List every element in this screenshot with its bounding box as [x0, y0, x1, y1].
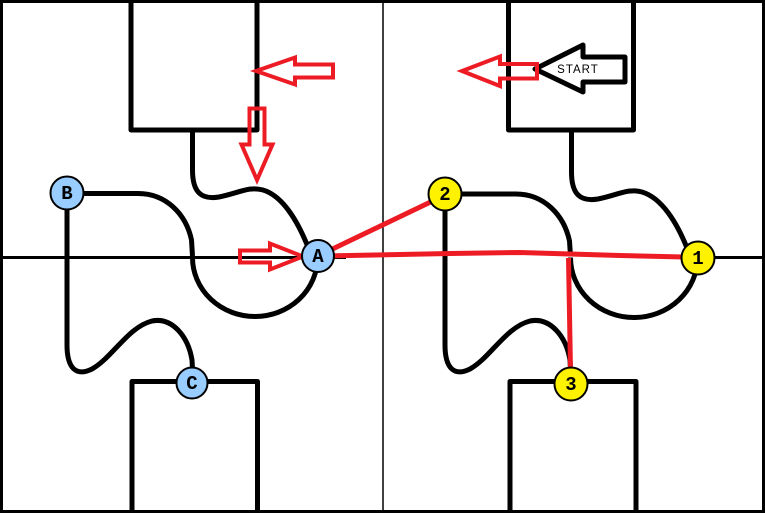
- solution-line-a-to-1: [321, 249, 685, 260]
- red-down-arrow-icon: [238, 106, 276, 185]
- node-A-circle: [301, 239, 335, 273]
- node-C: C: [175, 366, 209, 400]
- semicircle-left: [190, 257, 320, 319]
- semicircle-right: [568, 257, 700, 320]
- start-arrow-outline: [532, 42, 628, 95]
- node-A: A: [301, 239, 335, 273]
- start-arrow-label: START: [557, 64, 599, 76]
- node-2-arm-arc: [460, 191, 573, 257]
- nodes: B A C 1 2 3: [49, 175, 716, 402]
- node-3-label: 3: [565, 374, 576, 396]
- node-3: 3: [553, 366, 589, 402]
- node-B: B: [49, 175, 85, 211]
- node-1-circle: [680, 240, 716, 276]
- red-left-arrow-icon-left-maze: [249, 54, 335, 88]
- node-b-arm-arc: [82, 191, 195, 257]
- solution-line-a-to-2: [319, 194, 443, 257]
- node-2-label: 2: [439, 184, 450, 206]
- node-1-label: 1: [692, 248, 703, 270]
- node-2-down-s-curve-right: [442, 208, 573, 375]
- node-1: 1: [680, 240, 716, 276]
- red-overlay: [238, 53, 685, 371]
- node-b-down-s-curve-left: [64, 207, 195, 375]
- node-A-label: A: [312, 246, 324, 268]
- start-arrow: START: [532, 42, 628, 95]
- node-3-circle: [553, 366, 589, 402]
- node-C-circle: [175, 366, 209, 400]
- node-B-label: B: [61, 183, 72, 205]
- node-2-circle: [427, 176, 463, 212]
- red-right-arrow-icon-at-a: [238, 240, 309, 273]
- node-B-circle: [49, 175, 85, 211]
- stem-s-curve-right: [569, 128, 690, 249]
- red-left-arrow-icon-right-maze: [456, 53, 539, 89]
- node-2: 2: [427, 176, 463, 212]
- node-C-label: C: [186, 373, 197, 395]
- solution-line-to-3: [566, 257, 573, 371]
- stem-s-curve-left: [190, 128, 311, 248]
